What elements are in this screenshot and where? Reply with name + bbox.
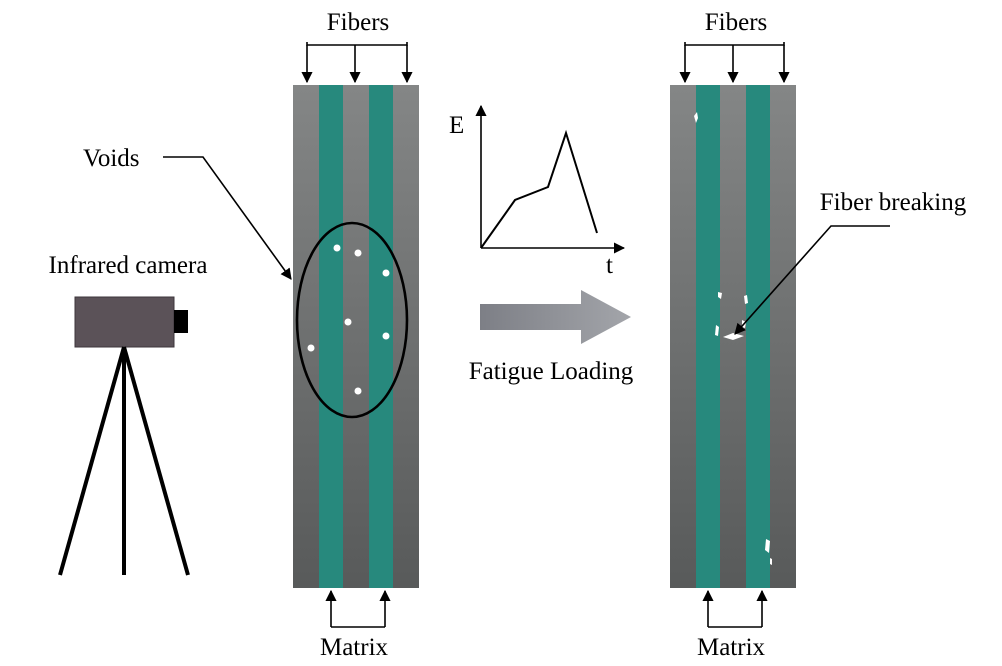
left-fibers-bracket (301, 42, 413, 84)
voids-ellipse (295, 221, 409, 419)
void-dot (333, 244, 341, 252)
camera-lens (174, 310, 188, 333)
left-fiber-1 (319, 85, 343, 588)
void-dot (382, 269, 390, 277)
void-dot (344, 318, 352, 326)
left-matrix-strip (293, 85, 419, 588)
fiber-breaking-leader-arrow (734, 225, 890, 335)
e-curve (480, 129, 598, 249)
y-axis-label: E (449, 112, 464, 139)
left-matrix-bracket (325, 589, 391, 628)
fatigue-loading-arrow (480, 290, 631, 344)
matrix-label-left: Matrix (320, 634, 389, 661)
fatigue-loading-label: Fatigue Loading (469, 358, 634, 385)
voids-group (307, 244, 390, 395)
left-specimen (293, 85, 419, 588)
voids-leader-arrow (163, 156, 292, 280)
fibers-label-left: Fibers (327, 9, 390, 36)
right-specimen (670, 85, 796, 588)
right-fiber-1 (696, 85, 720, 588)
fiber-breaking-label: Fiber breaking (820, 189, 967, 216)
void-dot (354, 249, 362, 257)
fibers-label-right: Fibers (705, 9, 768, 36)
infrared-camera-label: Infrared camera (49, 252, 208, 279)
void-dot (307, 344, 315, 352)
matrix-label-right: Matrix (697, 634, 766, 661)
x-axis-label: t (606, 252, 613, 279)
right-fiber-2 (746, 85, 770, 588)
right-matrix-bracket (702, 589, 768, 628)
camera-body (74, 296, 175, 348)
tripod (58, 346, 190, 576)
voids-label: Voids (83, 145, 140, 172)
infrared-camera (58, 296, 190, 576)
e-vs-t-graph (475, 104, 626, 254)
void-dot (354, 387, 362, 395)
right-fibers-bracket (679, 42, 790, 84)
void-dot (382, 332, 390, 340)
damage-spots (694, 112, 772, 565)
